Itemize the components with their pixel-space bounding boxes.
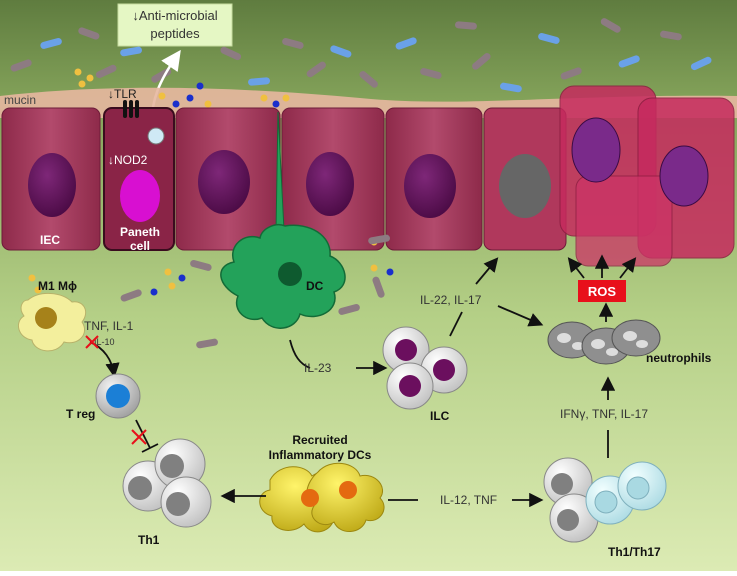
bacteria-group	[10, 18, 712, 93]
mucin-label: mucin	[4, 93, 36, 107]
th1-label: Th1	[138, 533, 160, 547]
m1-label: M1 Mϕ	[38, 279, 77, 293]
nod2-icon	[147, 127, 165, 145]
amp-label-line1: ↓Anti-microbial	[132, 8, 217, 23]
inflammatory-dcs	[259, 462, 385, 533]
m1-macrophage	[17, 293, 87, 352]
tlr-receptor-icon	[123, 100, 139, 118]
translocated-bacteria	[120, 234, 390, 349]
ilc-up-line	[449, 311, 463, 337]
nod2-label: ↓NOD2	[108, 153, 148, 167]
nucleus	[404, 154, 456, 218]
il12-tnf-label: IL-12, TNF	[440, 493, 497, 507]
ros-arrow-left	[567, 257, 585, 279]
nucleus	[306, 152, 354, 216]
paneth-granule	[120, 170, 160, 222]
dc-down-line	[289, 339, 311, 369]
ilc-cells	[382, 326, 468, 410]
recruited-label-line2: Inflammatory DCs	[269, 448, 372, 462]
iec-label: IEC	[40, 233, 60, 247]
dendritic-cell	[220, 111, 346, 329]
ros-box	[578, 280, 626, 302]
treg-label: T reg	[66, 407, 95, 421]
damaged-epithelium	[559, 85, 735, 267]
tlr-label: ↓TLR	[108, 87, 137, 101]
il22-il17-label: IL-22, IL-17	[420, 293, 482, 307]
neutrophils	[547, 319, 661, 365]
il17-to-neutrophil-arrow	[497, 305, 544, 327]
ilc-label: ILC	[430, 409, 450, 423]
th1-cells	[122, 438, 212, 528]
iec-nucleus	[28, 153, 76, 217]
il23-label: IL-23	[304, 361, 332, 375]
recruited-label-line1: Recruited	[292, 433, 347, 447]
il10-label: IL-10	[94, 337, 115, 347]
inhibit-x-icon	[85, 335, 99, 349]
dc-label: DC	[306, 279, 324, 293]
treg-cell	[95, 373, 141, 419]
tnf-il1-label: TNF, IL-1	[84, 319, 134, 333]
ifng-label: IFNγ, TNF, IL-17	[560, 407, 648, 421]
paneth-label-line2: cell	[130, 239, 150, 253]
il22-to-epithelium-arrow	[475, 257, 499, 285]
anti-microbial-peptides-box: ↓Anti-microbial peptides	[117, 3, 233, 47]
nucleus	[198, 150, 250, 214]
amp-label-line2: peptides	[150, 26, 200, 41]
ros-arrow-right	[619, 257, 637, 279]
ros-label: ROS	[588, 284, 617, 299]
apoptotic-nucleus	[499, 154, 551, 218]
th1-th17-cells	[543, 457, 667, 543]
neutrophils-label: neutrophils	[646, 351, 712, 365]
paneth-label-line1: Paneth	[120, 225, 160, 239]
th1th17-label: Th1/Th17	[608, 545, 661, 559]
inhibit-x-icon	[131, 429, 147, 445]
antigen-dots	[28, 68, 394, 304]
